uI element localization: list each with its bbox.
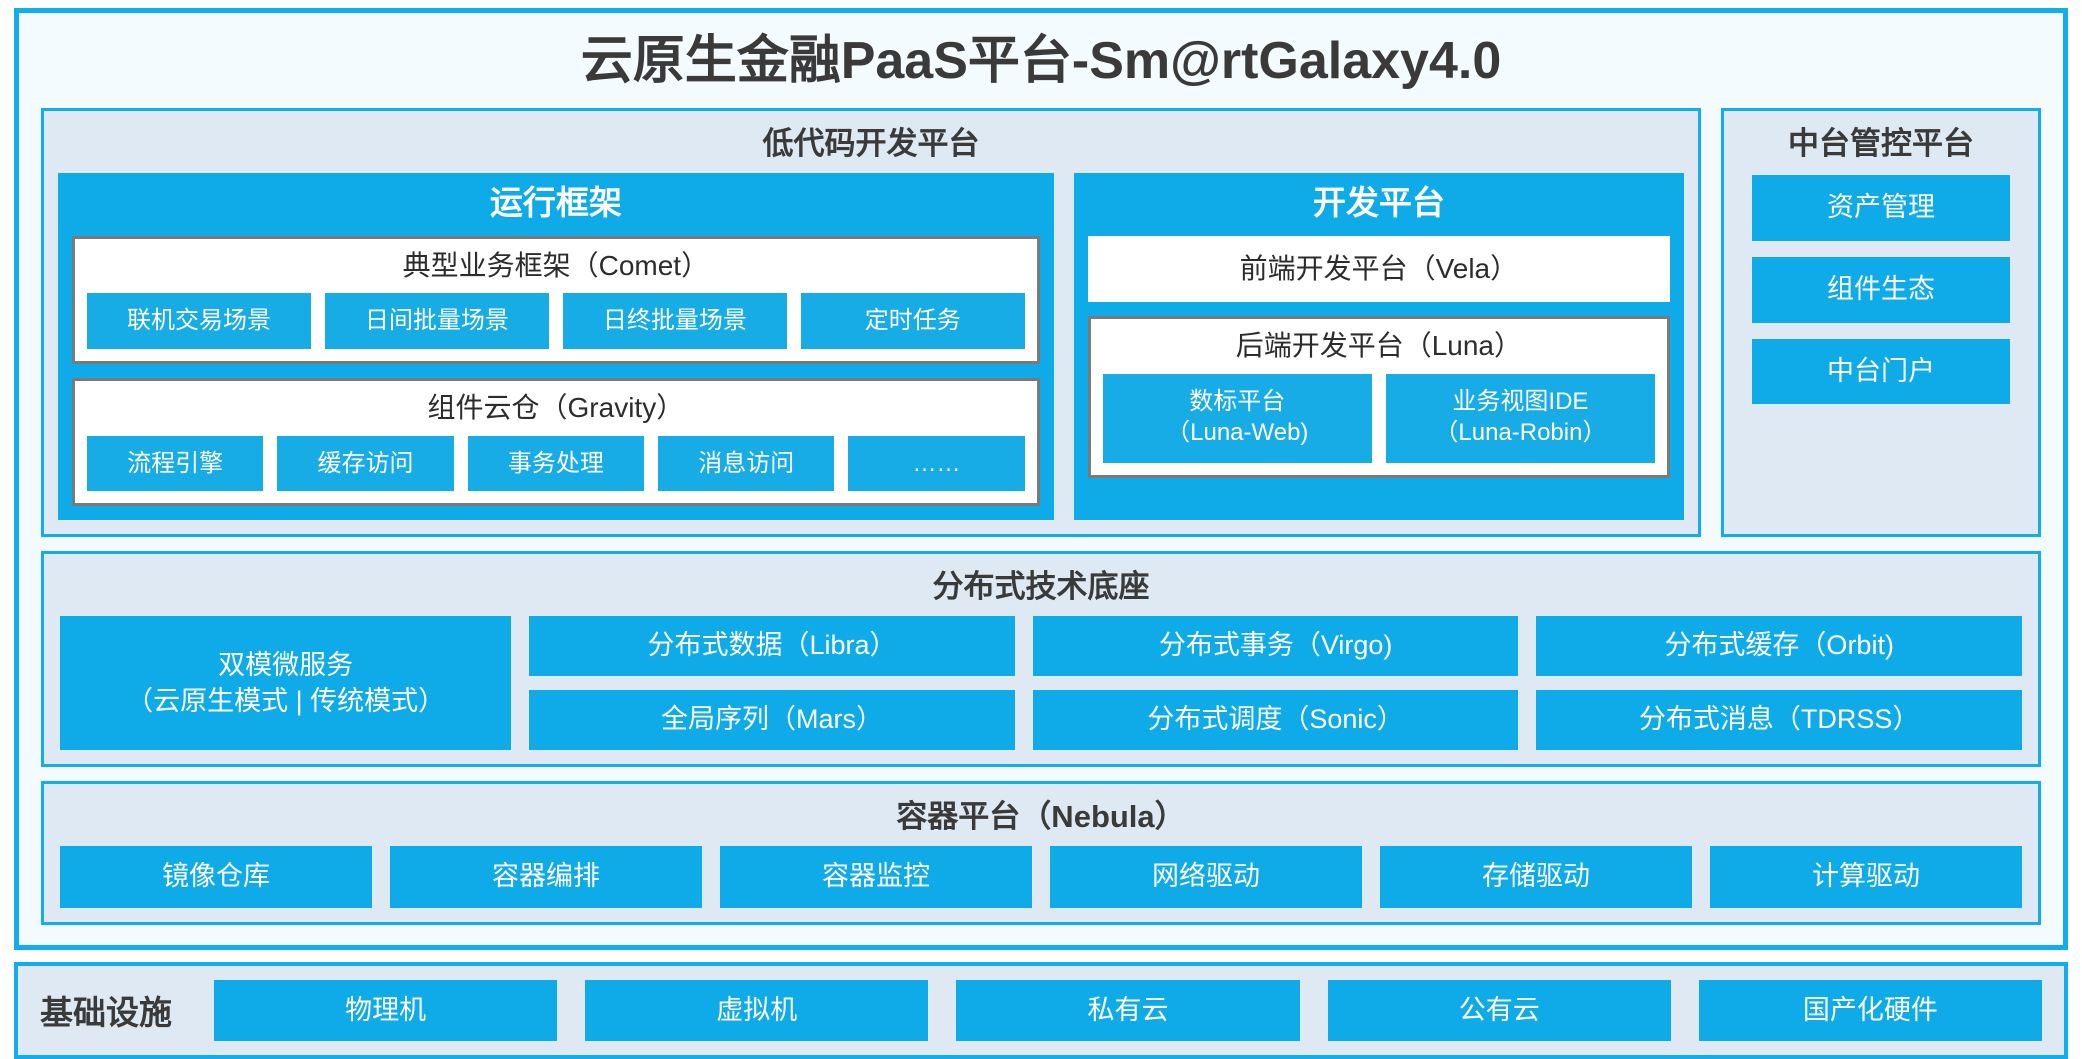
dual-mode-microservice-column: 双模微服务 （云原生模式 | 传统模式）	[60, 616, 512, 750]
distributed-column-1: 分布式数据（Libra） 全局序列（Mars）	[529, 616, 1015, 750]
row-spacer-1	[41, 537, 2041, 551]
gravity-group-title: 组件云仓（Gravity）	[427, 391, 685, 423]
management-item-portal[interactable]: 中台门户	[1752, 338, 2010, 405]
comet-chip-scheduled-task[interactable]: 定时任务	[800, 293, 1025, 349]
gravity-chip-ellipsis[interactable]: ……	[848, 435, 1025, 492]
infra-cell-domestic-hardware[interactable]: 国产化硬件	[1698, 979, 2043, 1042]
development-platform-title: 开发平台	[1312, 184, 1445, 222]
luna-web-chip[interactable]: 数标平台 （Luna-Web)	[1102, 374, 1372, 463]
page-title: 云原生金融PaaS平台-Sm@rtGalaxy4.0	[580, 32, 1502, 90]
runtime-framework-title: 运行框架	[489, 184, 622, 222]
distributed-message-tdrss[interactable]: 分布式消息（TDRSS）	[1536, 690, 2022, 750]
infrastructure-frame: 基础设施 物理机 虚拟机 私有云 公有云 国产化硬件	[14, 961, 2068, 1059]
luna-web-name: 数标平台	[1189, 388, 1286, 416]
management-item-component-ecology[interactable]: 组件生态	[1752, 256, 2010, 323]
infra-cell-private-cloud[interactable]: 私有云	[956, 979, 1300, 1042]
comet-chip-eod-batch[interactable]: 日终批量场景	[562, 293, 787, 349]
management-item-list: 资产管理 组件生态 中台门户	[1738, 173, 2024, 410]
container-cell-monitoring[interactable]: 容器监控	[720, 845, 1032, 908]
gravity-chip-row: 流程引擎 缓存访问 事务处理 消息访问 ……	[87, 435, 1025, 492]
main-platform-frame: 云原生金融PaaS平台-Sm@rtGalaxy4.0 低代码开发平台 运行框架 …	[14, 8, 2068, 950]
comet-chip-online-transaction[interactable]: 联机交易场景	[87, 293, 311, 349]
luna-backend-group: 后端开发平台（Luna） 数标平台 （Luna-Web) 业务视图IDE （Lu…	[1087, 316, 1670, 478]
comet-chip-row: 联机交易场景 日间批量场景 日终批量场景 定时任务	[87, 293, 1025, 349]
vela-frontend-platform[interactable]: 前端开发平台（Vela）	[1087, 235, 1670, 303]
container-cell-compute-driver[interactable]: 计算驱动	[1710, 845, 2022, 908]
distributed-grid: 双模微服务 （云原生模式 | 传统模式） 分布式数据（Libra） 全局序列（M…	[58, 616, 2024, 750]
comet-group: 典型业务框架（Comet） 联机交易场景 日间批量场景 日终批量场景 定时任务	[72, 235, 1040, 364]
luna-robin-code: （Luna-Robin）	[1434, 419, 1607, 447]
container-platform-panel: 容器平台（Nebula） 镜像仓库 容器编排 容器监控 网络驱动 存储驱动 计算…	[41, 780, 2041, 925]
container-platform-title: 容器平台（Nebula）	[896, 798, 1186, 834]
container-cell-network-driver[interactable]: 网络驱动	[1050, 845, 1362, 908]
gravity-group: 组件云仓（Gravity） 流程引擎 缓存访问 事务处理 消息访问 ……	[72, 377, 1040, 507]
row-spacer-2	[41, 767, 2041, 781]
dual-mode-microservice-cell[interactable]: 双模微服务 （云原生模式 | 传统模式）	[60, 616, 512, 750]
global-sequence-mars[interactable]: 全局序列（Mars）	[529, 690, 1015, 750]
luna-robin-name: 业务视图IDE	[1452, 388, 1589, 416]
gravity-chip-process-engine[interactable]: 流程引擎	[87, 435, 264, 492]
gravity-chip-message-access[interactable]: 消息访问	[658, 435, 835, 492]
distributed-column-3: 分布式缓存（Orbit) 分布式消息（TDRSS）	[1536, 616, 2022, 750]
infrastructure-cells: 物理机 虚拟机 私有云 公有云 国产化硬件	[214, 979, 2043, 1042]
luna-web-code: （Luna-Web)	[1166, 419, 1309, 447]
top-row: 低代码开发平台 运行框架 典型业务框架（Comet） 联机交易场景 日间批量场景…	[41, 108, 2041, 538]
distributed-foundation-title: 分布式技术底座	[932, 569, 1150, 605]
infrastructure-label: 基础设施	[40, 994, 172, 1032]
development-platform-block: 开发平台 前端开发平台（Vela） 后端开发平台（Luna） 数标平台 （Lun…	[1073, 173, 1684, 521]
dual-mode-line2: （云原生模式 | 传统模式）	[126, 686, 446, 717]
lowcode-platform-title: 低代码开发平台	[762, 126, 980, 162]
distributed-transaction-virgo[interactable]: 分布式事务（Virgo)	[1032, 616, 1519, 677]
management-platform-panel: 中台管控平台 资产管理 组件生态 中台门户	[1721, 108, 2041, 538]
distributed-cache-orbit[interactable]: 分布式缓存（Orbit)	[1536, 616, 2022, 677]
container-cell-storage-driver[interactable]: 存储驱动	[1380, 845, 1692, 908]
distributed-data-libra[interactable]: 分布式数据（Libra）	[529, 616, 1015, 677]
container-platform-row: 镜像仓库 容器编排 容器监控 网络驱动 存储驱动 计算驱动	[58, 845, 2024, 908]
distributed-foundation-panel: 分布式技术底座 双模微服务 （云原生模式 | 传统模式） 分布式数据（Libra…	[41, 551, 2041, 767]
distributed-column-2: 分布式事务（Virgo) 分布式调度（Sonic）	[1032, 616, 1519, 750]
comet-group-title: 典型业务框架（Comet）	[402, 249, 710, 281]
infra-cell-public-cloud[interactable]: 公有云	[1327, 979, 1671, 1042]
luna-backend-title: 后端开发平台（Luna）	[1235, 330, 1522, 362]
infra-cell-virtual-machine[interactable]: 虚拟机	[585, 979, 929, 1042]
distributed-scheduling-sonic[interactable]: 分布式调度（Sonic）	[1032, 690, 1519, 750]
comet-chip-intraday-batch[interactable]: 日间批量场景	[324, 293, 549, 349]
luna-chip-row: 数标平台 （Luna-Web) 业务视图IDE （Luna-Robin）	[1102, 374, 1655, 463]
lowcode-platform-panel: 低代码开发平台 运行框架 典型业务框架（Comet） 联机交易场景 日间批量场景…	[41, 108, 1701, 538]
luna-robin-chip[interactable]: 业务视图IDE （Luna-Robin）	[1385, 374, 1655, 463]
management-platform-title: 中台管控平台	[1788, 126, 1974, 162]
gravity-chip-transaction-processing[interactable]: 事务处理	[467, 435, 645, 492]
management-item-asset[interactable]: 资产管理	[1752, 175, 2010, 241]
dual-mode-line1: 双模微服务	[218, 649, 354, 680]
container-cell-image-registry[interactable]: 镜像仓库	[60, 845, 372, 908]
runtime-framework-block: 运行框架 典型业务框架（Comet） 联机交易场景 日间批量场景 日终批量场景 …	[58, 173, 1054, 521]
container-cell-orchestration[interactable]: 容器编排	[390, 845, 702, 908]
gravity-chip-cache-access[interactable]: 缓存访问	[277, 435, 454, 492]
infra-cell-physical-machine[interactable]: 物理机	[214, 979, 558, 1042]
lowcode-columns: 运行框架 典型业务框架（Comet） 联机交易场景 日间批量场景 日终批量场景 …	[58, 173, 1684, 521]
